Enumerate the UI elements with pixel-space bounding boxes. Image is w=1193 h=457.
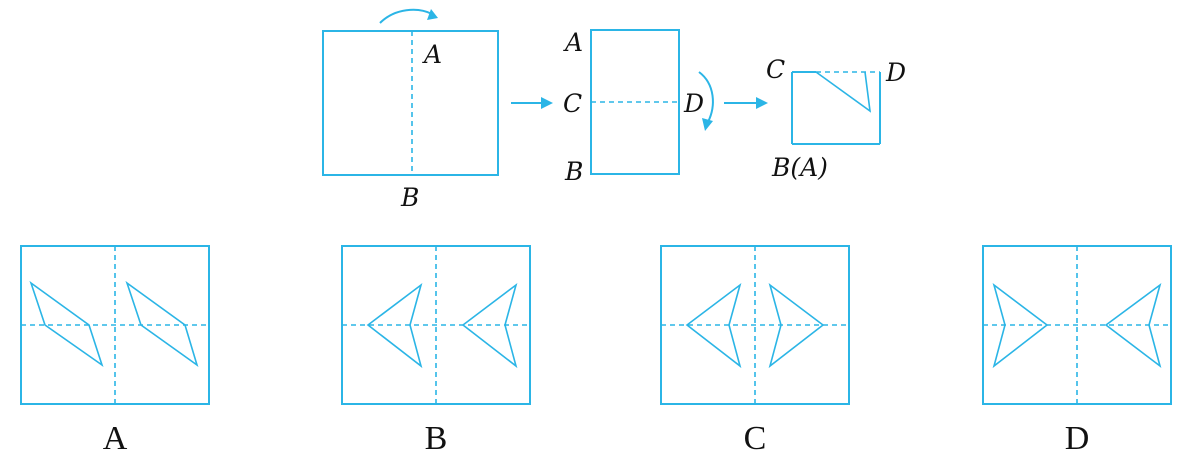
option-d-right-shape <box>1104 282 1162 369</box>
step2-fold-arrowhead <box>702 118 713 131</box>
step2-label-a: A <box>563 28 583 57</box>
step3-paper: C D B(A) <box>766 55 906 182</box>
step3-label-ba: B(A) <box>771 153 828 182</box>
next-arrow-2 <box>724 97 768 109</box>
option-c-left-shape <box>685 282 742 369</box>
next-arrow-1 <box>511 97 553 109</box>
step3-label-d: D <box>885 58 906 87</box>
step2-label-c: C <box>563 89 582 118</box>
option-a[interactable]: A <box>20 245 210 457</box>
step1-label-b: B <box>400 183 419 212</box>
option-d-left-shape <box>992 282 1049 369</box>
option-c-label: C <box>744 420 767 457</box>
step2-fold-arrow <box>698 71 714 123</box>
step2-label-d: D <box>683 89 704 118</box>
option-a-left-shape <box>29 280 104 368</box>
step1-rect <box>322 30 499 176</box>
option-d[interactable]: D <box>982 245 1172 457</box>
step1-fold-arrowhead <box>427 9 438 20</box>
step1-label-a: A <box>422 40 442 69</box>
next-arrow-1-head <box>541 97 553 109</box>
option-d-label: D <box>1065 420 1090 457</box>
step3-cut-shape <box>815 71 872 113</box>
step2-paper: A C D B <box>563 28 714 186</box>
option-b[interactable]: B <box>341 245 531 457</box>
option-a-label: A <box>103 420 128 457</box>
option-c-right-shape <box>768 282 825 369</box>
step3-label-c: C <box>766 55 785 84</box>
option-b-left-shape <box>366 282 423 369</box>
option-c[interactable]: C <box>660 245 850 457</box>
next-arrow-2-head <box>756 97 768 109</box>
option-a-right-shape <box>125 280 199 368</box>
option-b-label: B <box>425 420 448 457</box>
option-b-right-shape <box>461 282 518 369</box>
step2-label-b: B <box>564 157 583 186</box>
step1-fold-arrow <box>379 8 433 24</box>
step1-paper: A B <box>322 8 499 212</box>
